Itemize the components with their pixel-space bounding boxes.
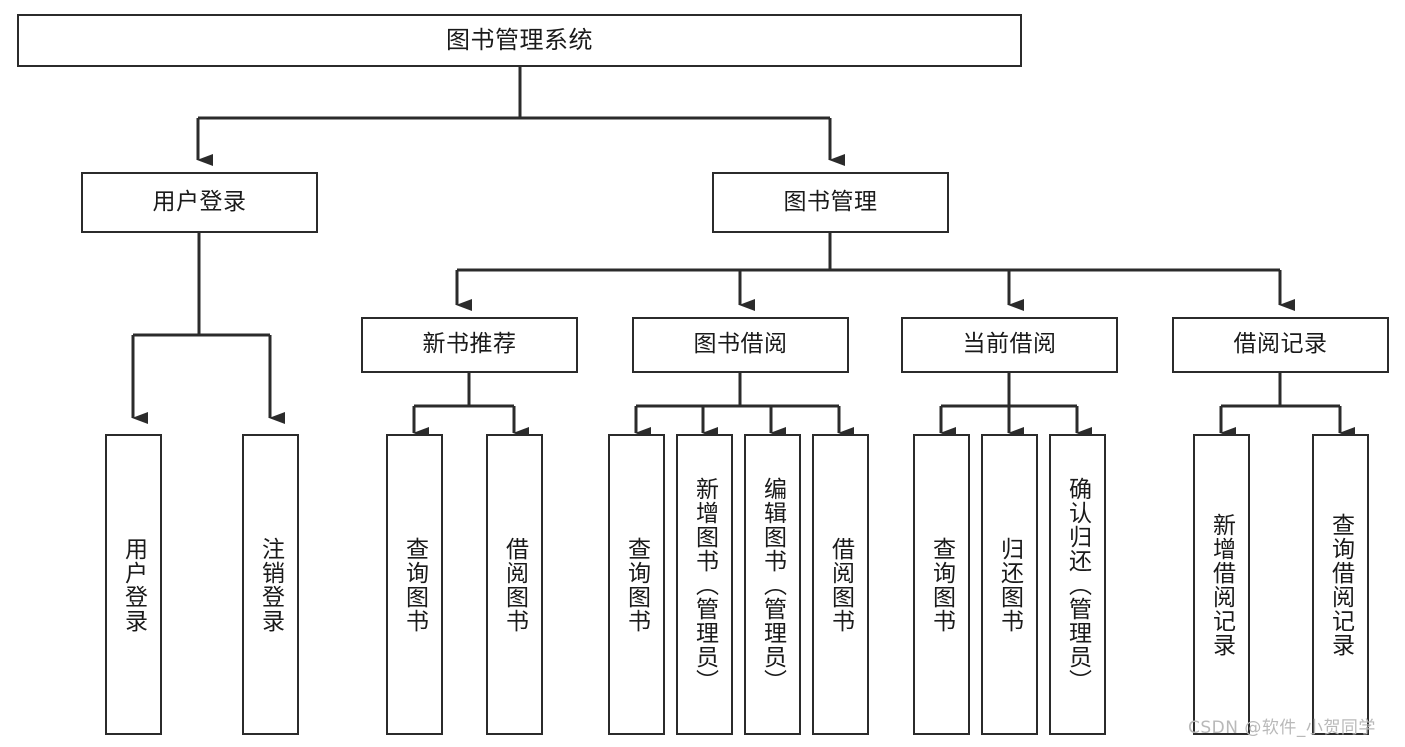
node-label: 当前借阅: [962, 331, 1057, 358]
node-book-manage[interactable]: 图书管理: [712, 172, 949, 233]
leaf-label: 查询图书: [928, 536, 955, 633]
leaf-book-borrow-0[interactable]: 查询图书: [608, 434, 665, 735]
leaf-new-book-rec-0[interactable]: 查询图书: [386, 434, 443, 735]
leaf-borrow-record-0[interactable]: 新增借阅记录: [1193, 434, 1250, 735]
node-label: 图书管理系统: [446, 26, 593, 55]
leaf-label: 查询图书: [623, 536, 650, 633]
leaf-current-borrow-2[interactable]: 确认归还（管理员）: [1049, 434, 1106, 735]
leaf-book-borrow-2[interactable]: 编辑图书（管理员）: [744, 434, 801, 735]
node-root-system[interactable]: 图书管理系统: [17, 14, 1022, 67]
node-label: 图书管理: [783, 188, 878, 215]
leaf-book-borrow-1[interactable]: 新增图书（管理员）: [676, 434, 733, 735]
leaf-label: 注销登录: [257, 536, 284, 633]
node-book-borrow[interactable]: 图书借阅: [632, 317, 849, 373]
leaf-borrow-record-1[interactable]: 查询借阅记录: [1312, 434, 1369, 735]
leaf-book-borrow-3[interactable]: 借阅图书: [812, 434, 869, 735]
leaf-label: 编辑图书（管理员）: [759, 476, 786, 693]
leaf-label: 归还图书: [996, 536, 1023, 633]
leaf-user-login-0[interactable]: 用户登录: [105, 434, 162, 735]
leaf-label: 用户登录: [120, 536, 147, 633]
leaf-current-borrow-0[interactable]: 查询图书: [913, 434, 970, 735]
node-current-borrow[interactable]: 当前借阅: [901, 317, 1118, 373]
node-borrow-record[interactable]: 借阅记录: [1172, 317, 1389, 373]
leaf-label: 查询图书: [401, 536, 428, 633]
node-label: 图书借阅: [693, 331, 788, 358]
leaf-label: 新增图书（管理员）: [691, 476, 718, 693]
leaf-label: 查询借阅记录: [1327, 512, 1354, 657]
leaf-current-borrow-1[interactable]: 归还图书: [981, 434, 1038, 735]
node-new-book-recommend[interactable]: 新书推荐: [361, 317, 578, 373]
node-label: 借阅记录: [1233, 331, 1328, 358]
leaf-user-login-1[interactable]: 注销登录: [242, 434, 299, 735]
node-label: 新书推荐: [422, 331, 517, 358]
leaf-label: 确认归还（管理员）: [1064, 476, 1091, 693]
leaf-label: 新增借阅记录: [1208, 512, 1235, 657]
node-label: 用户登录: [152, 188, 247, 215]
leaf-new-book-rec-1[interactable]: 借阅图书: [486, 434, 543, 735]
leaf-label: 借阅图书: [827, 536, 854, 633]
leaf-label: 借阅图书: [501, 536, 528, 633]
node-user-login[interactable]: 用户登录: [81, 172, 318, 233]
